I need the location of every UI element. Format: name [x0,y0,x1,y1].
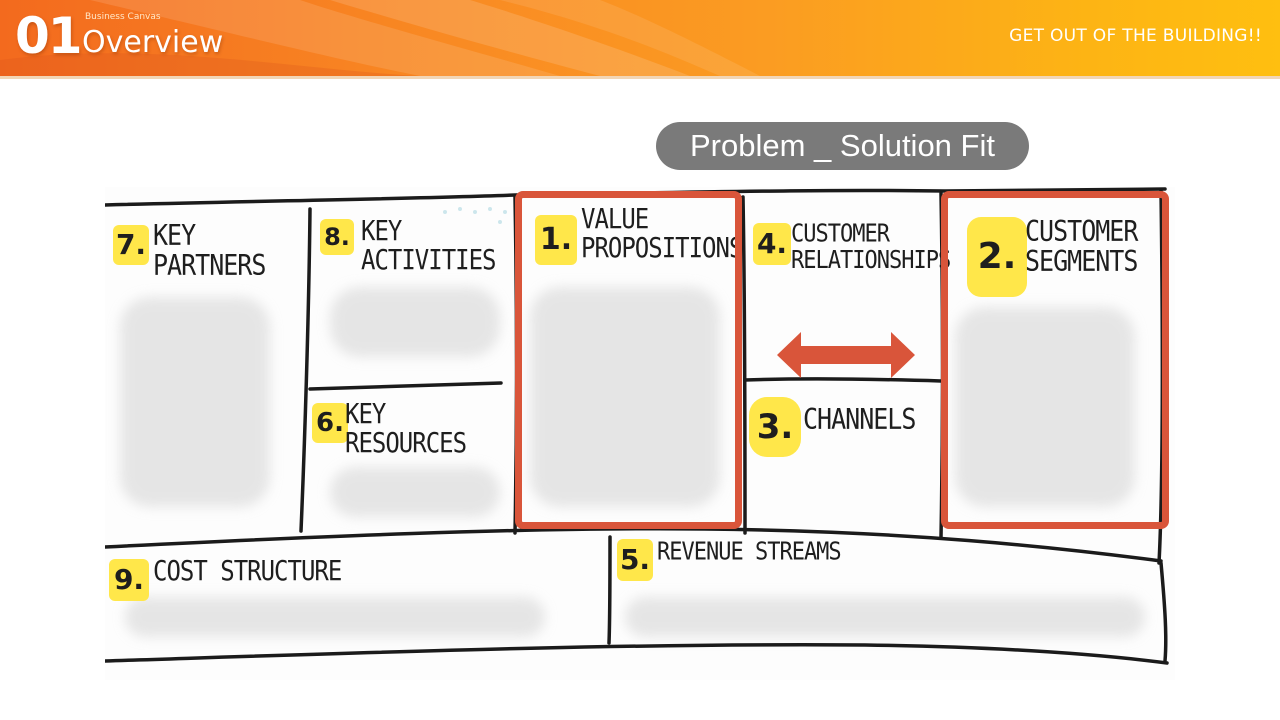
cell-label-cost-structure: COST STRUCTURE [153,554,342,587]
cell-number-customer-segments: 2. [967,217,1027,297]
banner-swoosh-decoration [0,0,760,76]
cell-number-key-activities: 8. [320,219,354,255]
problem-solution-fit-pill: Problem _ Solution Fit [656,122,1029,170]
cell-label-key-activities: KEY ACTIVITIES [361,214,496,276]
highlight-box-customer-segments [941,191,1169,529]
cell-label-customer-segments: CUSTOMER SEGMENTS [1025,214,1138,279]
cell-number-value-propositions: 1. [535,215,577,265]
tagline: GET OUT OF THE BUILDING!! [1009,26,1262,46]
highlight-box-value-propositions [515,191,742,529]
business-model-canvas: 7. KEY PARTNERS 8. KEY ACTIVITIES 6. KEY… [105,187,1175,680]
section-title: Overview [82,25,224,60]
cell-label-value-propositions: VALUE PROPOSITIONS [581,202,743,264]
fit-double-arrow-icon [777,332,915,378]
cell-label-revenue-streams: REVENUE STREAMS [657,537,842,567]
header-banner: 01 Business Canvas Overview GET OUT OF T… [0,0,1280,76]
section-subtitle: Business Canvas [85,12,161,22]
cell-number-key-partners: 7. [113,225,149,265]
cell-number-key-resources: 6. [312,403,348,443]
cell-label-key-partners: KEY PARTNERS [153,218,266,283]
cell-label-key-resources: KEY RESOURCES [345,397,467,459]
cell-label-channels: CHANNELS [803,402,916,437]
cell-label-customer-relationships: CUSTOMER RELATIONSHIPS [791,219,951,276]
cell-number-cost-structure: 9. [109,559,149,601]
canvas-grid-lines [105,187,1169,665]
banner-divider [0,76,1280,79]
section-number: 01 [15,7,83,65]
cell-number-channels: 3. [749,397,801,457]
cell-number-customer-relationships: 4. [753,223,791,265]
cell-number-revenue-streams: 5. [617,539,653,581]
